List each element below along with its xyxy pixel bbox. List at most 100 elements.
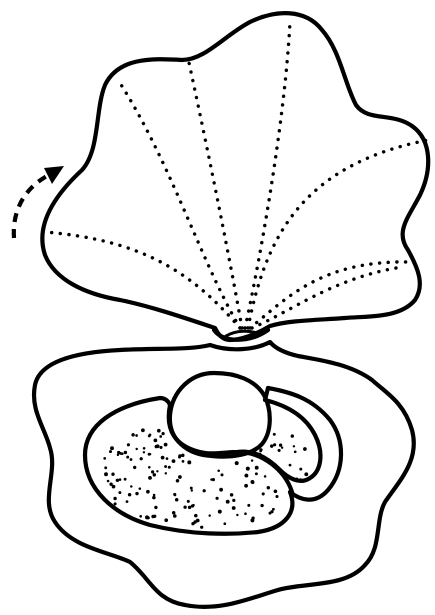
stipple-dot (259, 450, 262, 453)
stipple-dot (126, 500, 129, 503)
stipple-dot (299, 468, 302, 471)
stipple-dot (135, 448, 137, 450)
stipple-dot (124, 478, 127, 481)
stipple-dot (107, 480, 110, 483)
stipple-dot (293, 445, 295, 447)
stipple-dot (109, 450, 112, 453)
arrow-shaft (14, 172, 55, 238)
stipple-dot (251, 459, 253, 461)
stipple-dot (188, 506, 191, 509)
stipple-dot (172, 459, 176, 463)
stipple-dot (103, 457, 106, 460)
stipple-dot (255, 466, 259, 470)
stipple-dot (273, 443, 276, 446)
arrowhead-icon (44, 166, 64, 184)
stipple-dot (250, 480, 254, 484)
stipple-dot (117, 451, 120, 454)
stipple-dot (270, 444, 273, 447)
stipple-dot (113, 497, 116, 500)
stipple-dot (156, 470, 158, 472)
stipple-dot (181, 454, 184, 457)
stipple-dot (196, 519, 200, 523)
stipple-dot (219, 488, 223, 492)
stipple-dot (135, 492, 138, 495)
upper-shell (42, 13, 428, 340)
stipple-dot (192, 504, 195, 507)
stipple-dot (262, 492, 265, 495)
stipple-dot (208, 514, 210, 516)
stipple-dot (255, 472, 258, 475)
stipple-dot (154, 439, 158, 443)
stipple-dot (172, 511, 176, 515)
stipple-dot (139, 515, 142, 518)
stipple-dot (109, 483, 112, 486)
stipple-dot (200, 526, 203, 529)
stipple-dot (295, 478, 298, 481)
stipple-dot (294, 450, 297, 453)
stipple-dot (116, 479, 119, 482)
stipple-dot (175, 498, 179, 502)
stipple-dot (166, 457, 169, 460)
stipple-dot (190, 487, 193, 490)
stipple-dot (230, 493, 233, 496)
stipple-dot (275, 495, 278, 498)
stipple-dot (173, 493, 176, 496)
stipple-dot (178, 454, 181, 457)
stipple-dot (131, 433, 134, 436)
stipple-dot (164, 518, 168, 522)
stipple-dot (156, 444, 160, 448)
stipple-dot (114, 502, 117, 505)
mantle-outline (85, 388, 341, 534)
stipple-dot (221, 473, 224, 476)
stipple-dot (281, 446, 283, 448)
stipple-dot (110, 446, 114, 450)
shell-rib (245, 22, 290, 328)
stipple-dot (203, 489, 206, 492)
stipple-dot (130, 458, 133, 461)
stipple-dot (267, 486, 270, 489)
stipple-dot (127, 443, 130, 446)
stipple-dot (183, 506, 186, 509)
stipple-dot (247, 504, 250, 507)
stipple-dot (212, 478, 215, 481)
stipple-dot (217, 469, 220, 472)
stipple-dot (226, 500, 230, 504)
stipple-dot (104, 466, 107, 469)
stipple-dot (272, 508, 275, 511)
stipple-dot (111, 473, 114, 476)
stipple-dot (161, 432, 164, 435)
lower-shell (34, 342, 414, 607)
stipple-dot (244, 474, 248, 478)
stipple-dot (236, 514, 238, 516)
stipple-dot (135, 434, 138, 437)
stipple-dot (164, 465, 167, 468)
stipple-dot (104, 472, 108, 476)
stipple-dot (148, 466, 151, 469)
stipple-dot (218, 510, 222, 514)
stipple-dot (128, 493, 131, 496)
upper-shell-outline (42, 13, 428, 340)
stipple-dot (260, 504, 263, 507)
stipple-dot (269, 512, 272, 515)
stipple-dot (223, 522, 226, 525)
stipple-dot (146, 490, 150, 494)
stipple-dot (232, 506, 236, 510)
stipple-dot (153, 473, 156, 476)
mantle (85, 388, 341, 534)
stipple-dot (250, 518, 254, 522)
stipple-dot (148, 476, 152, 480)
stipple-dot (304, 472, 308, 476)
mantle-stippling (103, 428, 308, 528)
stipple-dot (264, 475, 267, 478)
stipple-dot (299, 478, 302, 481)
stipple-dot (147, 516, 150, 519)
stipple-dot (148, 434, 151, 437)
stipple-dot (273, 433, 276, 436)
stipple-dot (244, 484, 248, 488)
stipple-dot (194, 514, 198, 518)
stipple-dot (133, 466, 136, 469)
stipple-dot (246, 467, 250, 471)
stipple-dot (272, 464, 275, 467)
stipple-dot (303, 447, 307, 451)
